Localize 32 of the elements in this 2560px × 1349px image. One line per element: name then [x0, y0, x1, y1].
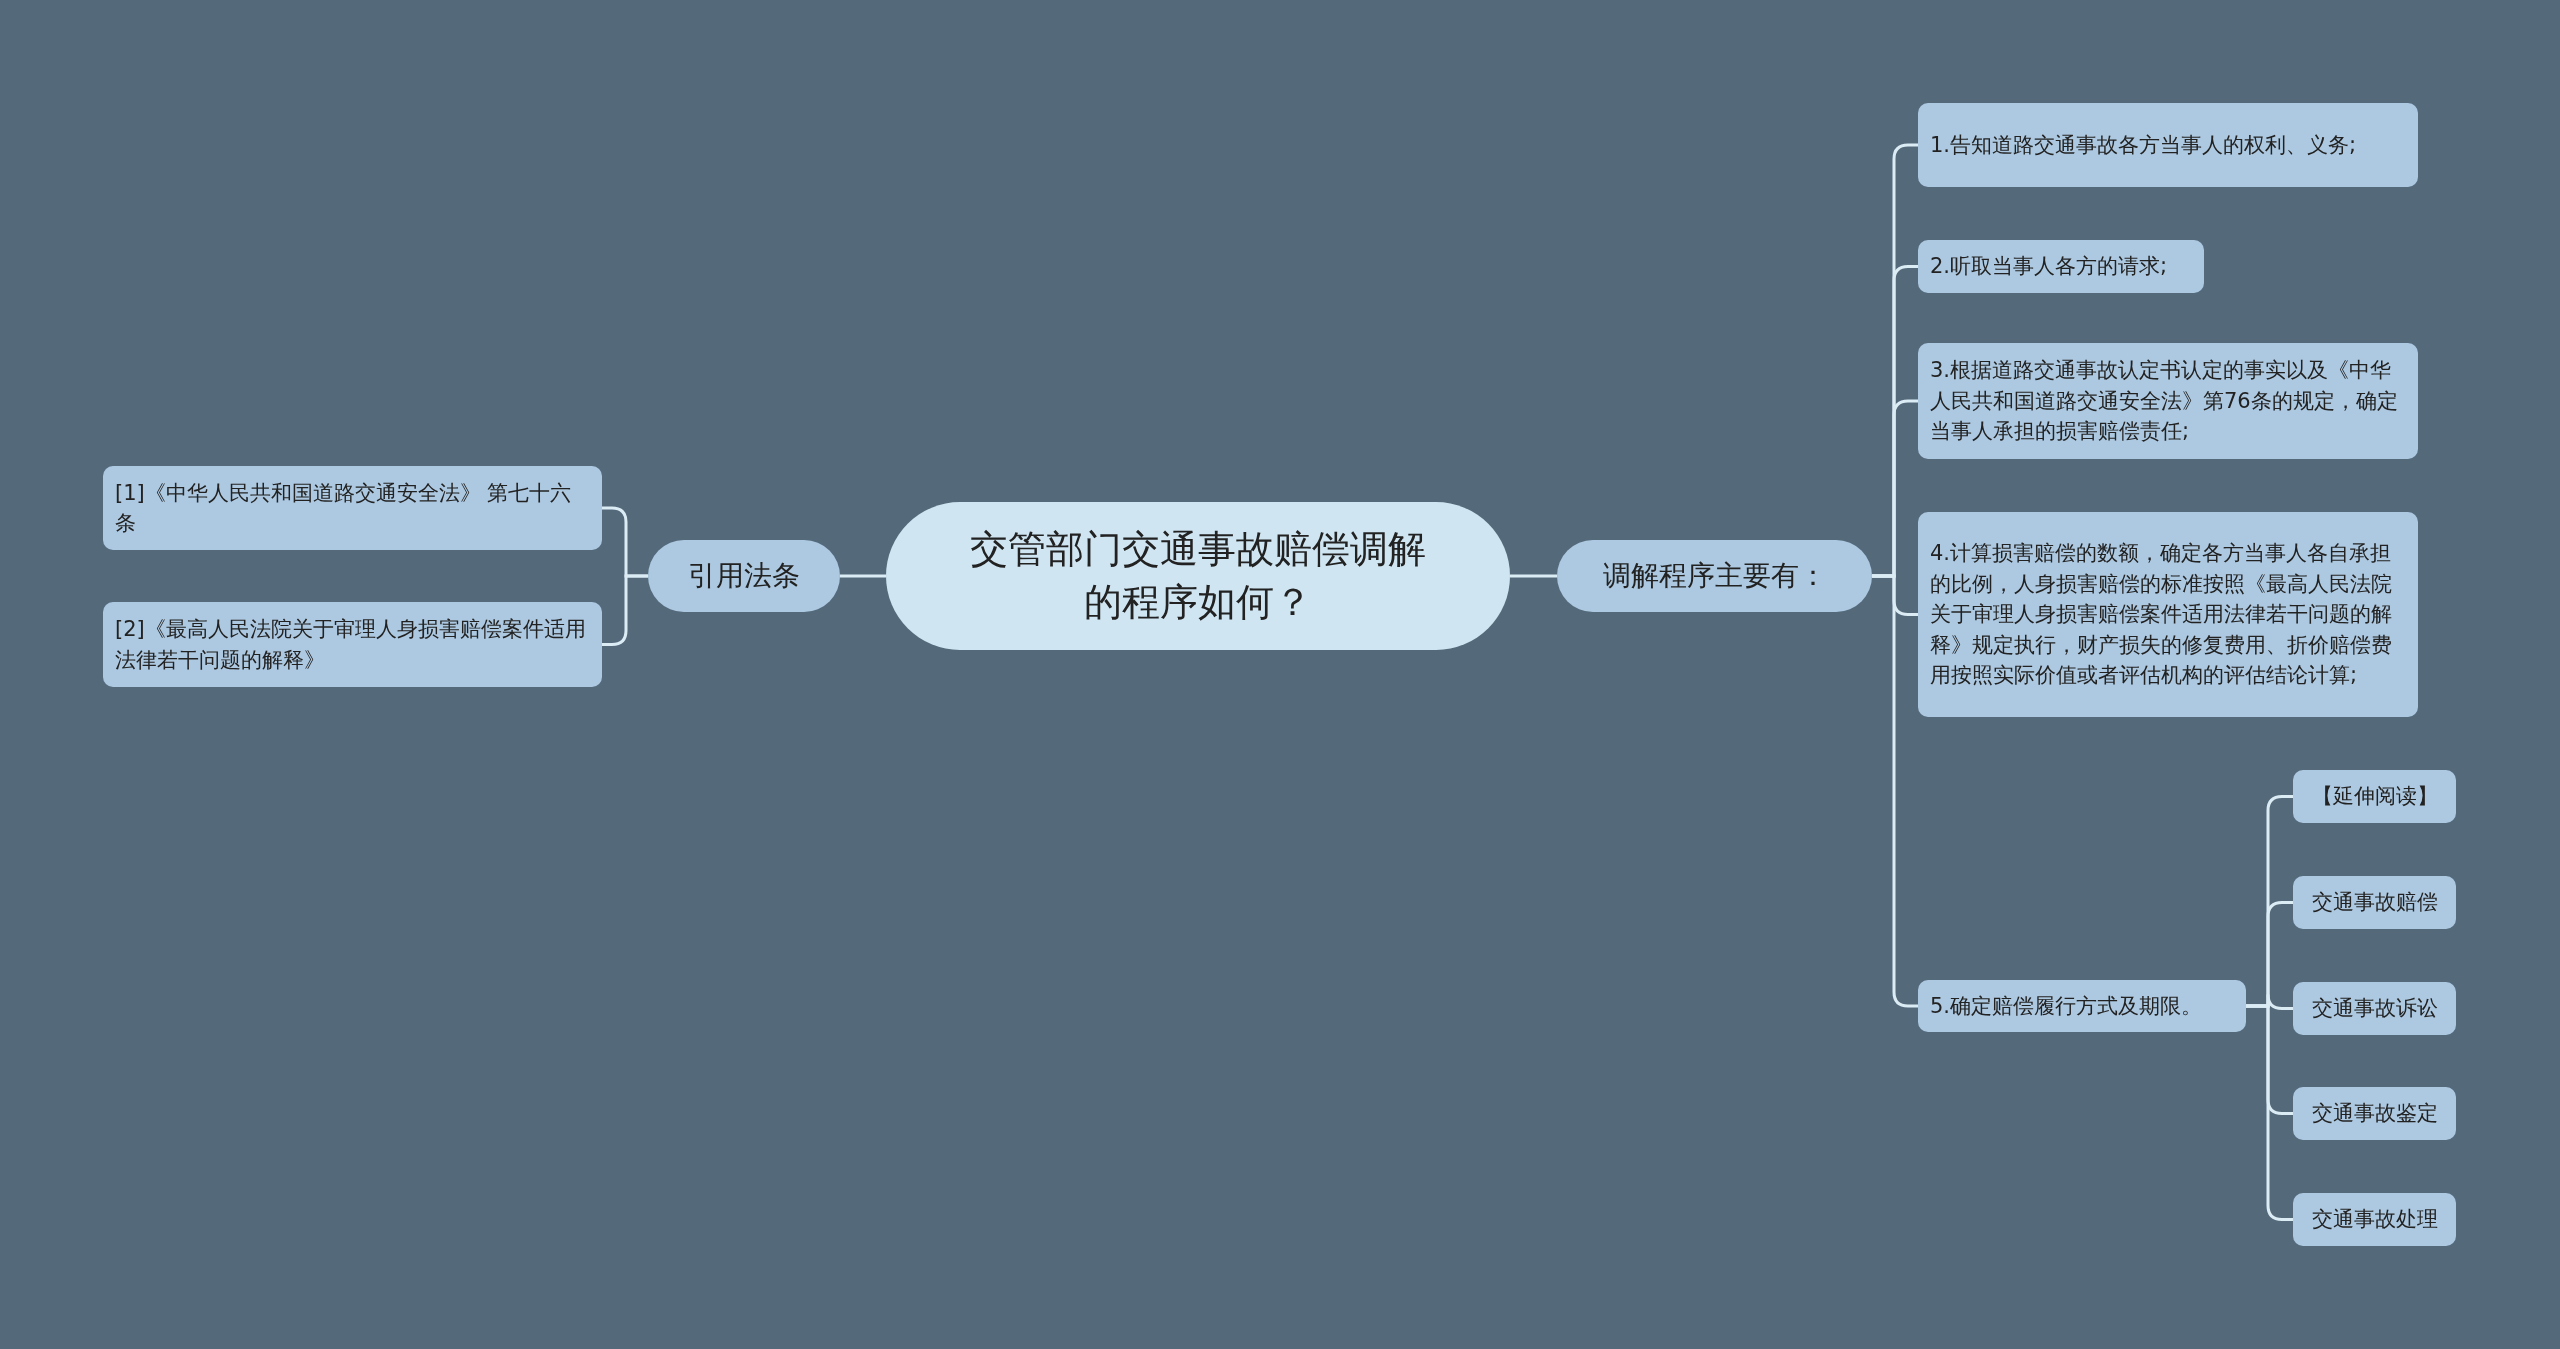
topic-text: 交通事故赔偿 — [2311, 889, 2438, 917]
subtopic-box — [103, 466, 602, 550]
connector-line — [840, 574, 886, 578]
topic-text: 5.确定赔偿履行方式及期限。 — [1930, 992, 2203, 1020]
subtopic-box — [2293, 876, 2456, 929]
topic-text: 1.告知道路交通事故各方当事人的权利、义务; — [1930, 131, 2357, 159]
topic-text: 交通事故诉讼 — [2311, 995, 2438, 1023]
topic-text: 交通事故鉴定 — [2311, 1100, 2438, 1128]
subtopic-box — [2293, 1193, 2456, 1246]
connector-line — [1510, 574, 1557, 578]
topic-text: [1]《中华人民共和国道路交通安全法》 第七十六条 — [115, 479, 573, 537]
topic-text: [2]《最高人民法院关于审理人身损害赔偿案件适用法律若干问题的解释》 — [115, 616, 587, 674]
subtopic-box — [1918, 103, 2418, 187]
subtopic-box — [1918, 343, 2418, 459]
subtopic-box — [2293, 770, 2456, 823]
connector-line — [602, 574, 648, 646]
topic-text: 2.听取当事人各方的请求; — [1930, 253, 2168, 281]
connector-line — [2246, 1004, 2293, 1221]
subtopic-box — [1918, 980, 2246, 1032]
topic-text: 【延伸阅读】 — [2311, 783, 2438, 811]
topic-text: 引用法条 — [688, 558, 800, 594]
topic-text: 4.计算损害赔偿的数额，确定各方当事人各自承担的比例，人身损害赔偿的标准按照《最高人民法院关于审理人身损害赔偿案件适用法律若干问题的解释》规定执行，财产损失的修复费用、折价赔偿费用按照实际价值或者评估机构的评估结论计算; — [1930, 540, 2393, 690]
subtopic-box — [103, 602, 602, 687]
topic-text: 3.根据道路交通事故认定书认定的事实以及《中华人民共和国道路交通安全法》第76条的规定，确定当事人承担的损害赔偿责任; — [1930, 357, 2399, 446]
subtopic-box — [1918, 512, 2418, 717]
topic-text: 交管部门交通事故赔偿调解的程序如何？ — [969, 525, 1427, 626]
connector-line — [1872, 574, 1918, 1008]
subtopic-box — [1918, 240, 2204, 293]
topic-text: 调解程序主要有： — [1602, 558, 1827, 594]
subtopic-box — [2293, 982, 2456, 1035]
topic-text: 交通事故处理 — [2311, 1206, 2438, 1234]
subtopic-box — [2293, 1087, 2456, 1140]
